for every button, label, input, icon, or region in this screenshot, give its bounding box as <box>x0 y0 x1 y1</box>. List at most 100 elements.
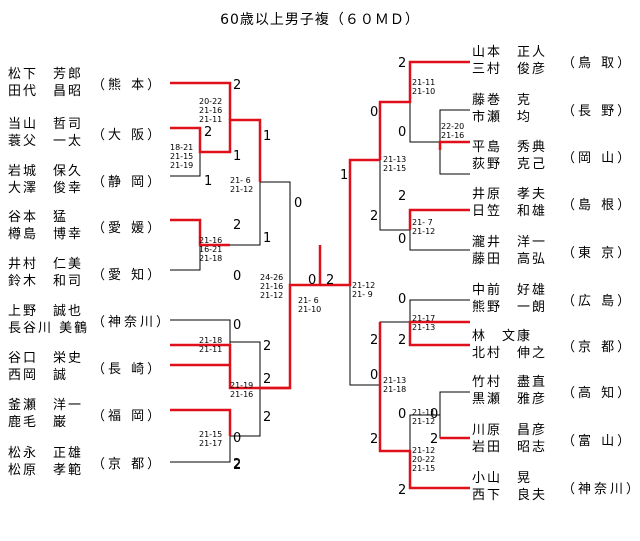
right-team-10-player-1: 小山 晃 <box>472 471 533 486</box>
left-team-4: 谷本 猛樽島 博幸 <box>8 209 128 243</box>
right-team-5-player-1: 瀧井 洋一 <box>472 235 548 250</box>
winner-path-7 <box>260 245 322 390</box>
set-score-line: 21-12 <box>412 446 436 455</box>
match-score-8: 1 <box>263 231 272 246</box>
right-team-9-player-2: 岩田 昭志 <box>472 440 548 455</box>
left-team-2-prefecture: （大 阪） <box>92 128 164 143</box>
left-team-6-player-2: 長谷川 美鶴 <box>8 321 90 336</box>
match-score-27: 2 <box>398 483 407 498</box>
right-team-1-player-1: 山本 正人 <box>472 45 548 60</box>
left-team-2-player-2: 蓑父 一太 <box>8 134 84 149</box>
set-score-line: 20-22 <box>199 97 223 106</box>
right-team-6: 中前 好雄熊野 一朗 <box>472 282 592 316</box>
match-score-1: 2 <box>233 78 242 93</box>
right-team-8-prefecture: （高 知） <box>562 386 634 401</box>
left-team-5: 井村 仁美鈴木 和司 <box>8 256 128 290</box>
set-score-line: 21-16 <box>260 282 284 291</box>
match-score-29: 2 <box>430 432 439 447</box>
winner-path-2 <box>170 118 262 182</box>
right-team-5-prefecture: （東 京） <box>562 246 634 261</box>
right-team-5-player-2: 藤田 高弘 <box>472 252 548 267</box>
set-score-line: 21-10 <box>412 87 436 96</box>
set-score-line: 21-17 <box>199 439 223 448</box>
match-score-25: 2 <box>370 432 379 447</box>
left-team-9: 松永 正雄松原 孝範 <box>8 445 128 479</box>
left-team-3: 岩城 保久大澤 俊幸 <box>8 163 128 197</box>
left-team-4-player-2: 樽島 博幸 <box>8 227 84 242</box>
set-score-line: 21-16 <box>199 106 223 115</box>
winner-path-12 <box>408 320 470 347</box>
right-team-6-player-1: 中前 好雄 <box>472 283 548 298</box>
winner-path-6 <box>170 408 232 436</box>
left-team-7-prefecture: （長 崎） <box>92 362 164 377</box>
match-score-26: 0 <box>398 407 407 422</box>
set-score-line: 21-12 <box>352 281 376 290</box>
right-team-4-prefecture: （島 根） <box>562 198 634 213</box>
left-team-9-player-1: 松永 正雄 <box>8 446 84 461</box>
match-score-12: 2 <box>263 410 272 425</box>
set-score-line: 21-16 <box>441 131 465 140</box>
match-score-4: 1 <box>204 174 213 189</box>
set-score-line: 21-13 <box>383 155 407 164</box>
match-score-20: 0 <box>398 232 407 247</box>
left-team-9-prefecture: （京 都） <box>92 457 164 472</box>
match-score-10: 2 <box>263 339 272 354</box>
left-team-7-player-2: 西岡 誠 <box>8 368 69 383</box>
right-team-2: 藤巻 克市瀬 均 <box>472 92 592 126</box>
match-score-34: 2 <box>233 458 242 473</box>
set-score-line: 21-11 <box>412 78 436 87</box>
left-team-2-player-1: 当山 哲司 <box>8 117 84 132</box>
right-team-3-player-2: 荻野 克己 <box>472 157 548 172</box>
left-team-2: 当山 哲司蓑父 一太 <box>8 116 128 150</box>
right-team-3-player-1: 平島 秀典 <box>472 140 548 155</box>
match-score-22: 2 <box>370 333 379 348</box>
set-score-line: 21-12 <box>260 291 284 300</box>
winner-path-1 <box>170 81 232 120</box>
set-score-line: 24-26 <box>260 273 284 282</box>
match-score-28: 0 <box>430 407 439 422</box>
left-team-1-prefecture: （熊 本） <box>92 78 164 93</box>
right-team-2-player-2: 市瀬 均 <box>472 110 533 125</box>
right-team-7-player-2: 北村 伸之 <box>472 346 548 361</box>
set-score-line: 21-13 <box>383 376 407 385</box>
left-team-8-player-2: 鹿毛 巌 <box>8 415 69 430</box>
right-team-9-player-1: 川原 昌彦 <box>472 423 548 438</box>
match-score-13: 0 <box>233 318 242 333</box>
winner-path-8 <box>320 158 380 287</box>
left-team-6-player-1: 上野 誠也 <box>8 304 84 319</box>
set-score-line: 21-12 <box>230 185 254 194</box>
left-team-8-prefecture: （福 岡） <box>92 409 164 424</box>
match-score-15: 2 <box>233 457 242 472</box>
right-r1-match-e <box>439 391 470 439</box>
bracket-lines-winner <box>170 60 470 490</box>
left-team-8: 釜瀬 洋一鹿毛 巌 <box>8 397 128 431</box>
set-score-line: 18-21 <box>170 143 194 152</box>
set-score-line: 21-11 <box>199 345 223 354</box>
left-team-1-player-1: 松下 芳郎 <box>8 67 84 82</box>
left-team-7: 谷口 栄史西岡 誠 <box>8 350 128 384</box>
right-team-7-prefecture: （京 都） <box>562 340 634 355</box>
right-team-6-prefecture: （広 島） <box>562 294 634 309</box>
match-score-19: 2 <box>370 209 379 224</box>
right-team-9: 川原 昌彦岩田 昭志 <box>472 422 592 456</box>
left-team-5-player-1: 井村 仁美 <box>8 257 84 272</box>
set-score-line: 21-19 <box>230 381 254 390</box>
left-team-3-player-2: 大澤 俊幸 <box>8 181 84 196</box>
left-team-1-player-2: 田代 昌昭 <box>8 84 84 99</box>
left-team-4-player-1: 谷本 猛 <box>8 210 69 225</box>
right-team-10-prefecture: （神奈川） <box>562 482 640 497</box>
left-team-5-player-2: 鈴木 和司 <box>8 274 84 289</box>
set-score-line: 21- 6 <box>298 296 319 305</box>
set-score-line: 21-18 <box>199 336 223 345</box>
set-score-line: 21-18 <box>383 385 407 394</box>
left-team-8-player-1: 釜瀬 洋一 <box>8 398 84 413</box>
